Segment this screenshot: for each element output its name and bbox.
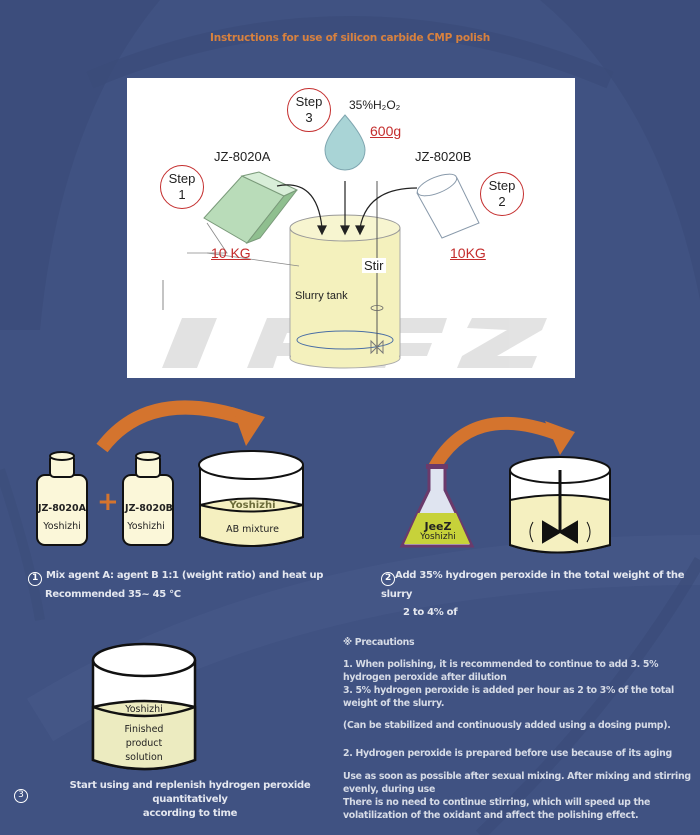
precaution-2-line1: Use as soon as possible after sexual mix… (343, 771, 691, 782)
step-1-product: JZ-8020A (214, 149, 271, 164)
page-title: Instructions for use of silicon carbide … (210, 32, 490, 44)
bottle-b-code: JZ-8020B (125, 503, 173, 514)
flask-sub: Yoshizhi (420, 532, 456, 542)
stage-3-caption-line1: Start using and replenish hydrogen perox… (69, 780, 311, 805)
precaution-1-line3: 3. 5% hydrogen peroxide is added per hou… (343, 685, 674, 696)
step-1-badge: Step 1 (160, 165, 204, 209)
step-3-badge: Step 3 (287, 88, 331, 132)
slurry-tank (162, 181, 401, 369)
finished-line3: solution (125, 752, 163, 763)
precaution-2: Use as soon as possible after sexual mix… (343, 770, 693, 822)
jz-8020b-cylinder (416, 173, 480, 239)
finished-line1: Finished (124, 724, 164, 735)
finished-beaker-text: Finished product solution (100, 723, 188, 765)
bottle-a-brand: Yoshizhi (43, 521, 81, 532)
stage-1-caption: 1 Mix agent A: agent B 1:1 (weight ratio)… (28, 567, 323, 604)
precaution-1-line1: 1. When polishing, it is recommended to … (343, 659, 659, 670)
precautions-heading: ※ Precautions (343, 637, 415, 648)
ab-beaker-brand: Yoshizhi (229, 500, 276, 511)
bottle-b-brand: Yoshizhi (127, 521, 165, 532)
precaution-1-note: (Can be stabilized and continuously adde… (343, 720, 671, 731)
stir-label: Stir (362, 258, 386, 273)
step-3-product: 35%H₂O₂ (349, 98, 401, 112)
precaution-1-line2: hydrogen peroxide after dilution (343, 672, 507, 683)
step-3-number: 3 (305, 110, 313, 125)
finished-beaker-brand: Yoshizhi (125, 704, 163, 715)
precaution-2-line4: volatilization of the oxidant and affect… (343, 810, 639, 821)
stage-2-caption-line1: Add 35% hydrogen peroxide in the total w… (381, 570, 685, 600)
stage-1-caption-line2: Recommended 35~ 45 °C (45, 589, 181, 600)
step-1-label: Step (168, 171, 196, 186)
precaution-1: 1. When polishing, it is recommended to … (343, 658, 693, 710)
stage-1-caption-line1: Mix agent A: agent B 1:1 (weight ratio) … (46, 570, 324, 581)
step-number-1: 1 (28, 572, 42, 586)
flow-arrows (276, 181, 418, 236)
plus-sign: + (97, 487, 119, 517)
ab-beaker-label: AB mixture (226, 524, 279, 535)
stage-3-caption-line2: according to time (142, 808, 238, 819)
h2o2-droplet (324, 114, 366, 171)
step-number-3: 3 (14, 789, 28, 803)
step-1-number: 1 (178, 187, 186, 202)
finished-line2: product (125, 738, 163, 749)
step-3-amount: 600g (370, 123, 402, 139)
step-2-product: JZ-8020B (415, 149, 472, 164)
tank-label: Slurry tank (295, 290, 348, 302)
step-number-2: 2 (381, 572, 395, 586)
step-2-amount: 10KG (450, 245, 486, 261)
stage-2-caption-line2: 2 to 4% of (403, 607, 458, 618)
diagram-graphics (162, 114, 547, 369)
step-1-amount: 10 KG (211, 245, 251, 261)
step-2-badge: Step 2 (480, 172, 524, 216)
precaution-2-line3: There is no need to continue stirring, w… (343, 797, 651, 808)
precaution-1-line4: weight of the slurry. (343, 698, 445, 709)
precaution-2-heading: 2. Hydrogen peroxide is prepared before … (343, 748, 672, 759)
step-2-label: Step (488, 178, 516, 193)
stage-3-caption: Start using and replenish hydrogen perox… (40, 779, 340, 821)
bottle-a-code: JZ-8020A (38, 503, 86, 514)
flask-brand: JeeZ (424, 520, 452, 533)
jz-8020a-block (203, 171, 299, 245)
precaution-2-line2: evenly, during use (343, 784, 436, 795)
step-3-label: Step (295, 94, 323, 109)
step-2-number: 2 (498, 194, 506, 209)
process-diagram: Step 1 Step 2 Step 3 JZ-8020A JZ-8020B 3… (127, 78, 575, 378)
